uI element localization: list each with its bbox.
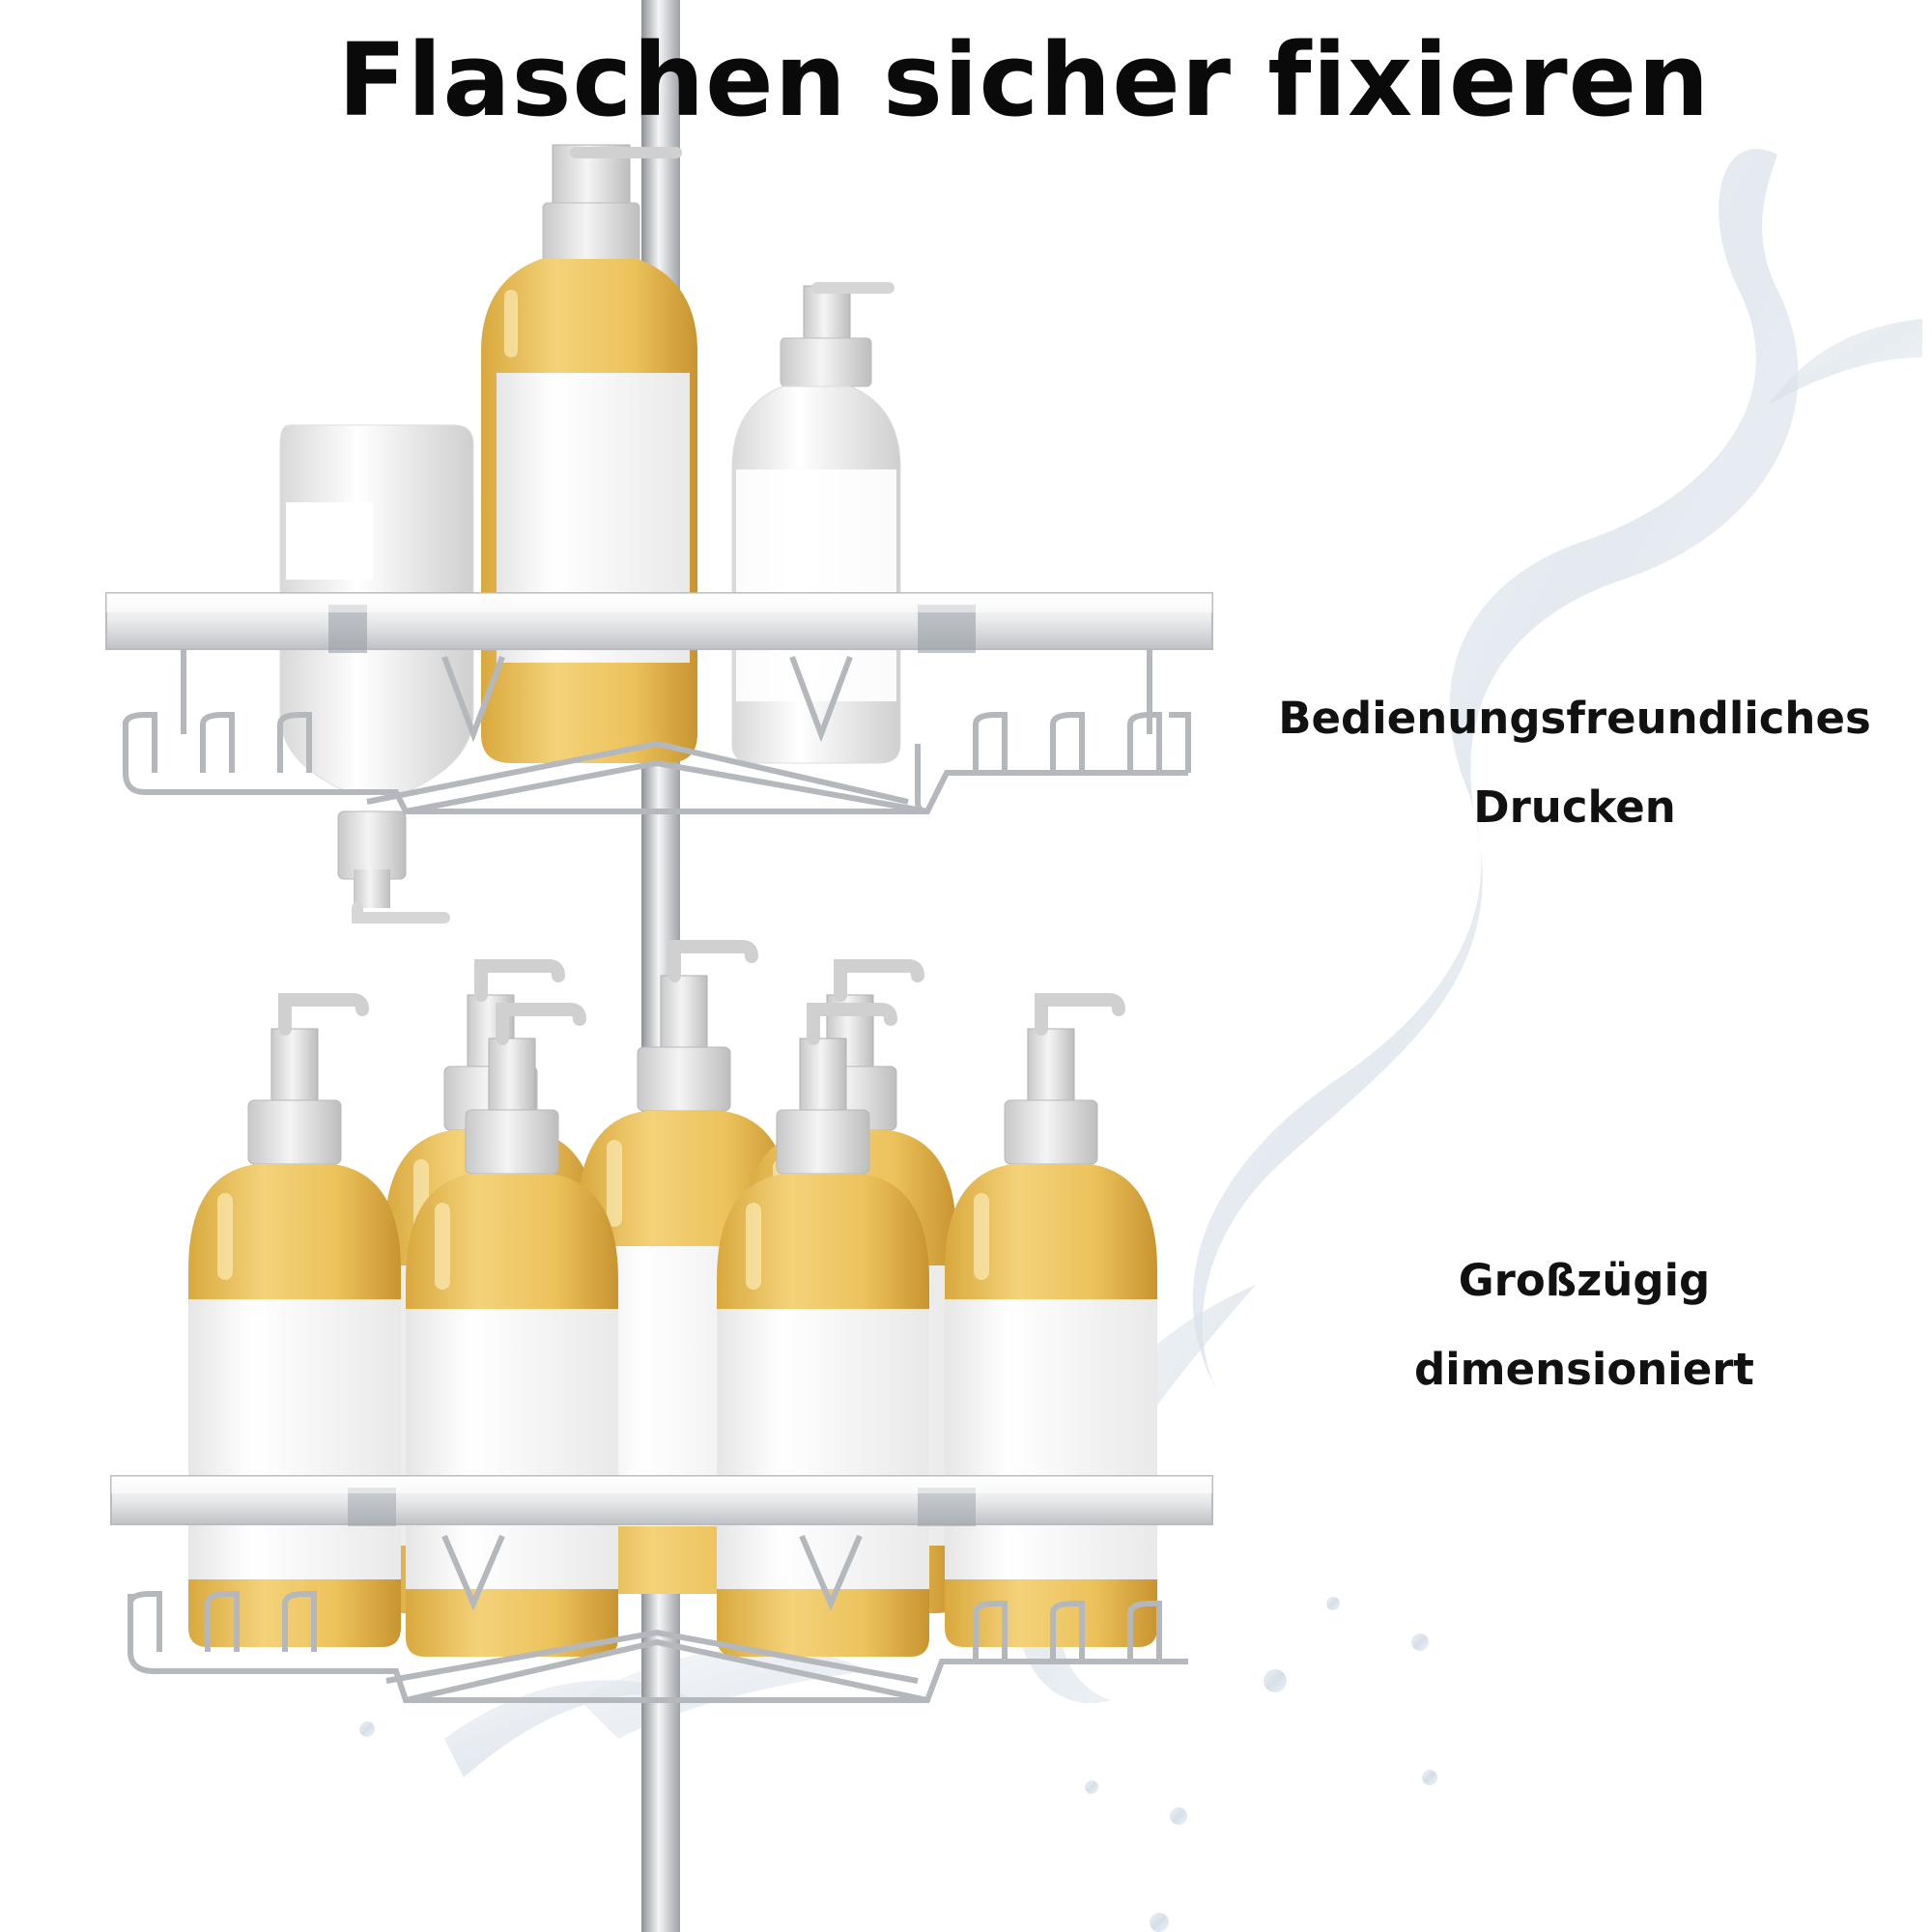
feature-caption-line: dimensioniert — [1414, 1344, 1754, 1395]
bottom-shelf — [110, 1475, 1213, 1703]
feature-caption-line: Großzügig — [1458, 1255, 1711, 1306]
top-shelf — [105, 592, 1213, 814]
feature-caption-line: Bedienungsfreundliches — [1278, 693, 1871, 744]
feature-caption-easy-press: Bedienungsfreundliches Drucken — [1256, 674, 1893, 852]
bottom-shelf-bottles — [188, 947, 1157, 1657]
feature-caption-line: Drucken — [1473, 781, 1676, 833]
page-title: Flaschen sicher fixieren — [337, 21, 1711, 139]
feature-caption-generous-size: Großzügig dimensioniert — [1333, 1236, 1835, 1414]
